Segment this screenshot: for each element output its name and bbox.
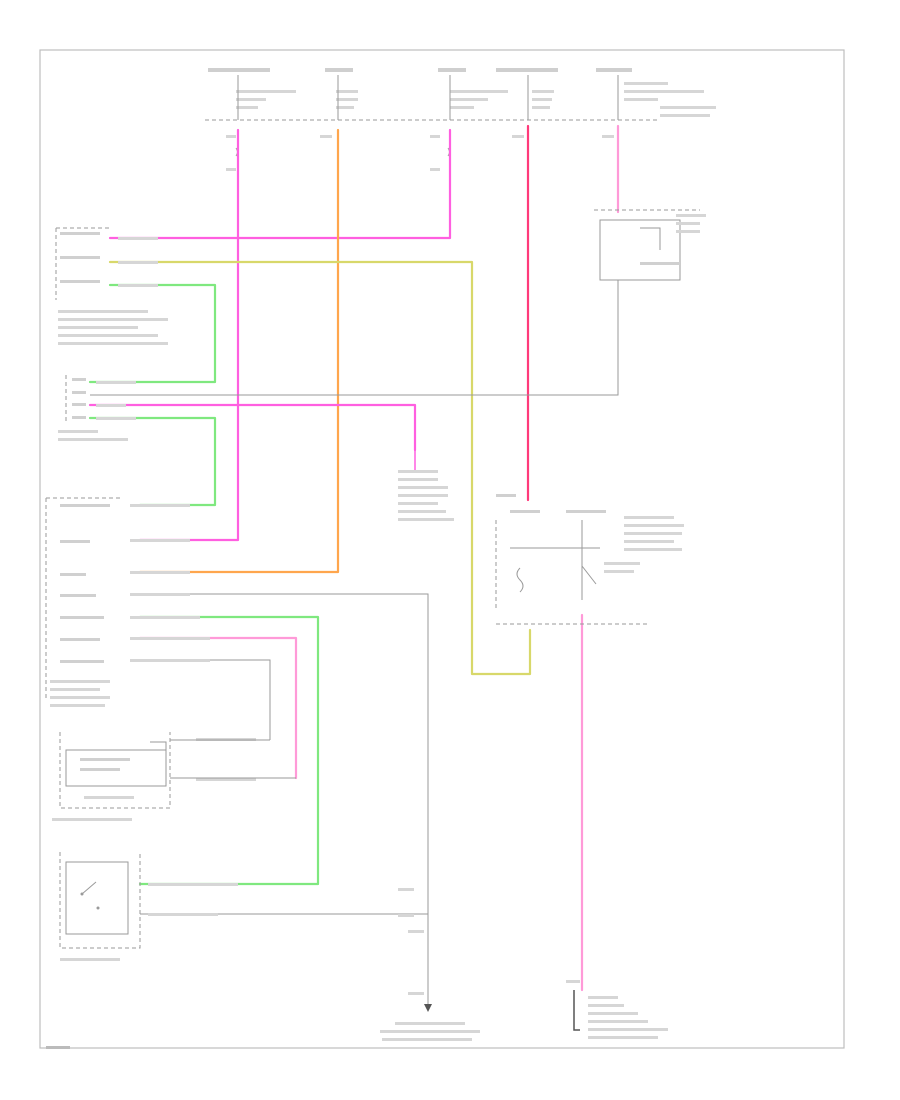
- fuse-icon: [235, 147, 450, 157]
- wire-grey-ground: [140, 593, 429, 1004]
- wire-yellow: [108, 260, 532, 676]
- fuse-block-vertical-marks: [237, 75, 619, 120]
- wire-magenta-splice: [88, 403, 417, 452]
- engine-control-module: [45, 497, 120, 707]
- ground-icon: [380, 1004, 480, 1041]
- diagram-code: [46, 1046, 70, 1049]
- ignition-relay-top: [594, 209, 706, 300]
- pedal-position-sensor: [52, 732, 256, 821]
- wire-grey-pedal: [140, 659, 271, 740]
- wire-orange: [138, 128, 340, 574]
- splice-label: [398, 470, 454, 521]
- control-module-upper: [55, 227, 168, 345]
- page-border: [39, 49, 845, 1049]
- data-link-connector: [58, 375, 128, 441]
- wire-pink-2: [108, 128, 452, 240]
- range-switch: [59, 852, 141, 961]
- relay-block: [495, 494, 684, 625]
- wire-green-switch: [138, 615, 320, 886]
- wire-grey-right: [90, 300, 619, 396]
- switch-icon: [80, 881, 100, 910]
- wire-green-lower: [88, 416, 217, 507]
- connector-icon: [573, 990, 668, 1039]
- wire-green-upper: [88, 283, 217, 384]
- wire-tags: [96, 135, 614, 995]
- fuse-block-header: [208, 68, 716, 117]
